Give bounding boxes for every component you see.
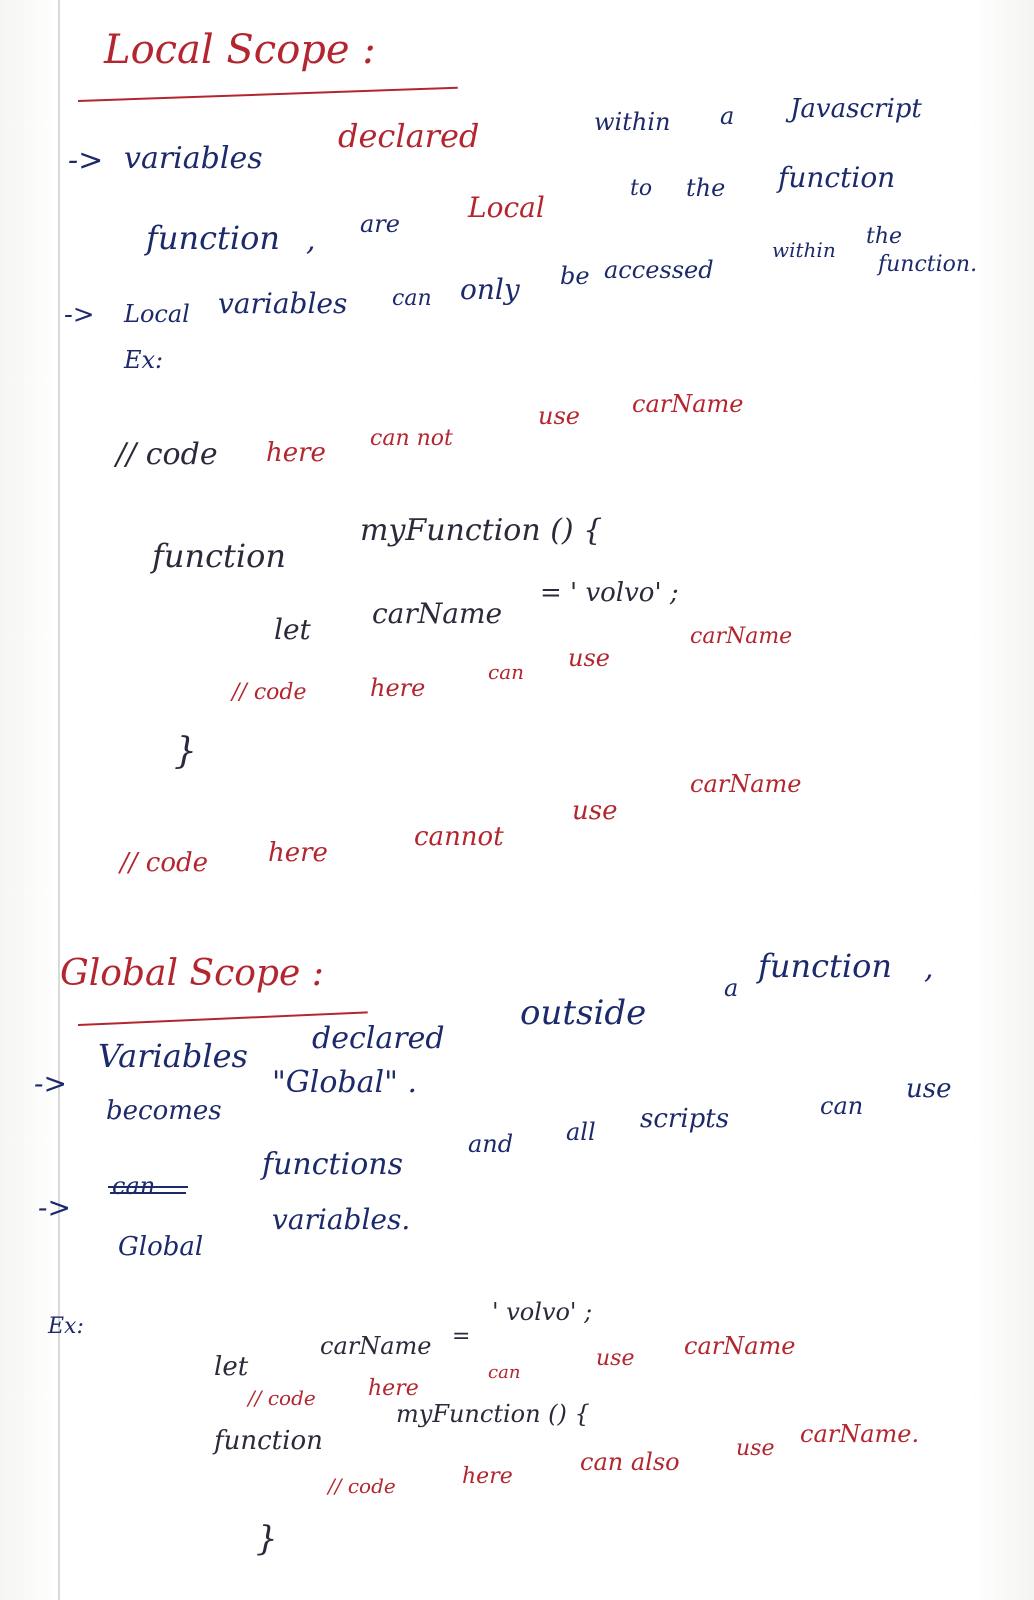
local-bullet2-arrow: -> (64, 300, 95, 330)
word-scripts: scripts (640, 1104, 730, 1134)
local-code-carname: carName (372, 597, 503, 630)
word-global-quoted: "Global" . (272, 1065, 417, 1100)
global-code-comment-2: // code (328, 1474, 396, 1498)
word-function-1: function (146, 219, 280, 257)
local-code-function-name: myFunction () { (360, 513, 603, 548)
word-a: a (720, 102, 735, 130)
word-variables: variables (124, 141, 263, 176)
word-local-2: Local (124, 300, 190, 328)
local-code-closing-brace: } (174, 731, 197, 772)
local-code-line1-use: use (538, 402, 580, 430)
local-code-assignment: = ' volvo' ; (540, 578, 679, 608)
word-to: to (630, 176, 653, 201)
global-code-here-1: here (368, 1376, 419, 1401)
word-variables-4: variables. (272, 1203, 411, 1236)
word-becomes: becomes (106, 1096, 222, 1126)
local-code-function-keyword: function (152, 537, 286, 575)
scribble-strikethrough (108, 1186, 188, 1188)
word-javascript: Javascript (790, 94, 922, 124)
margin-line (58, 0, 60, 1600)
word-all: all (566, 1118, 596, 1146)
word-function-2: function (778, 161, 896, 194)
word-variables-2: variables (218, 287, 348, 320)
word-a-2: a (724, 974, 739, 1002)
local-code-line1-carname: carName (632, 390, 744, 418)
word-outside: outside (520, 993, 647, 1033)
word-can: can (392, 286, 432, 311)
local-bullet1-arrow: -> (68, 143, 104, 178)
global-code-can-1: can (488, 1362, 521, 1383)
global-code-canalso: can also (580, 1448, 680, 1476)
word-and: and (468, 1130, 514, 1158)
word-function-3: function. (878, 252, 978, 277)
word-local: Local (468, 191, 545, 224)
global-code-equals: = (452, 1324, 471, 1349)
local-code-outer-carname: carName (690, 770, 802, 798)
local-code-outer-comment: // code (120, 848, 209, 878)
local-code-let: let (274, 613, 311, 646)
global-bullet1-arrow: -> (34, 1067, 67, 1100)
global-code-use-1: use (596, 1346, 635, 1371)
word-within-2: within (772, 238, 836, 262)
global-example-label: Ex: (48, 1314, 84, 1339)
global-code-carname-1: carName (684, 1332, 796, 1360)
local-code-inner-here: here (370, 674, 426, 702)
local-code-line1-cannot: can not (370, 426, 453, 451)
local-code-line1-here: here (266, 438, 326, 468)
word-only: only (460, 273, 520, 306)
global-code-function-name: myFunction () { (396, 1400, 590, 1428)
global-code-let: let (214, 1352, 249, 1382)
word-global: Global (118, 1232, 204, 1262)
word-use: use (906, 1074, 952, 1104)
word-the-2: the (866, 224, 903, 249)
word-declared-2: declared (312, 1021, 445, 1056)
local-code-inner-carname: carName (690, 624, 793, 649)
word-functions: functions (262, 1147, 403, 1182)
word-accessed: accessed (604, 256, 714, 284)
global-code-use-2: use (736, 1436, 775, 1461)
local-scope-heading: Local Scope : (104, 27, 376, 73)
global-scope-heading: Global Scope : (60, 953, 324, 994)
word-can-2: can (820, 1092, 864, 1120)
word-declared: declared (338, 117, 480, 155)
global-code-carname: carName (320, 1332, 432, 1360)
global-code-carname-2: carName. (800, 1420, 920, 1448)
comma-1: , (306, 223, 316, 258)
comma-2: , (924, 951, 934, 986)
global-code-value: ' volvo' ; (492, 1298, 593, 1326)
word-within: within (594, 108, 671, 136)
local-heading-underline (77, 86, 458, 102)
word-be: be (560, 262, 590, 290)
global-code-function-keyword: function (214, 1426, 323, 1456)
local-code-outer-here: here (268, 838, 328, 868)
global-bullet2-arrow: -> (38, 1191, 71, 1224)
word-function-4: function (758, 947, 892, 985)
global-code-comment-1: // code (248, 1386, 316, 1410)
local-code-inner-can: can (488, 660, 525, 684)
scribble-strikethrough-2 (110, 1192, 186, 1194)
local-code-line1-comment: // code (116, 437, 218, 472)
word-are: are (360, 210, 400, 238)
local-code-inner-use: use (568, 644, 610, 672)
local-example-label: Ex: (124, 346, 164, 374)
local-code-inner-comment: // code (232, 680, 307, 705)
global-code-here-2: here (462, 1464, 513, 1489)
local-code-outer-cannot: cannot (414, 822, 504, 852)
local-code-outer-use: use (572, 796, 618, 826)
word-variables-3: Variables (98, 1037, 248, 1075)
word-the: the (686, 174, 726, 202)
global-code-closing-brace: } (256, 1519, 278, 1559)
